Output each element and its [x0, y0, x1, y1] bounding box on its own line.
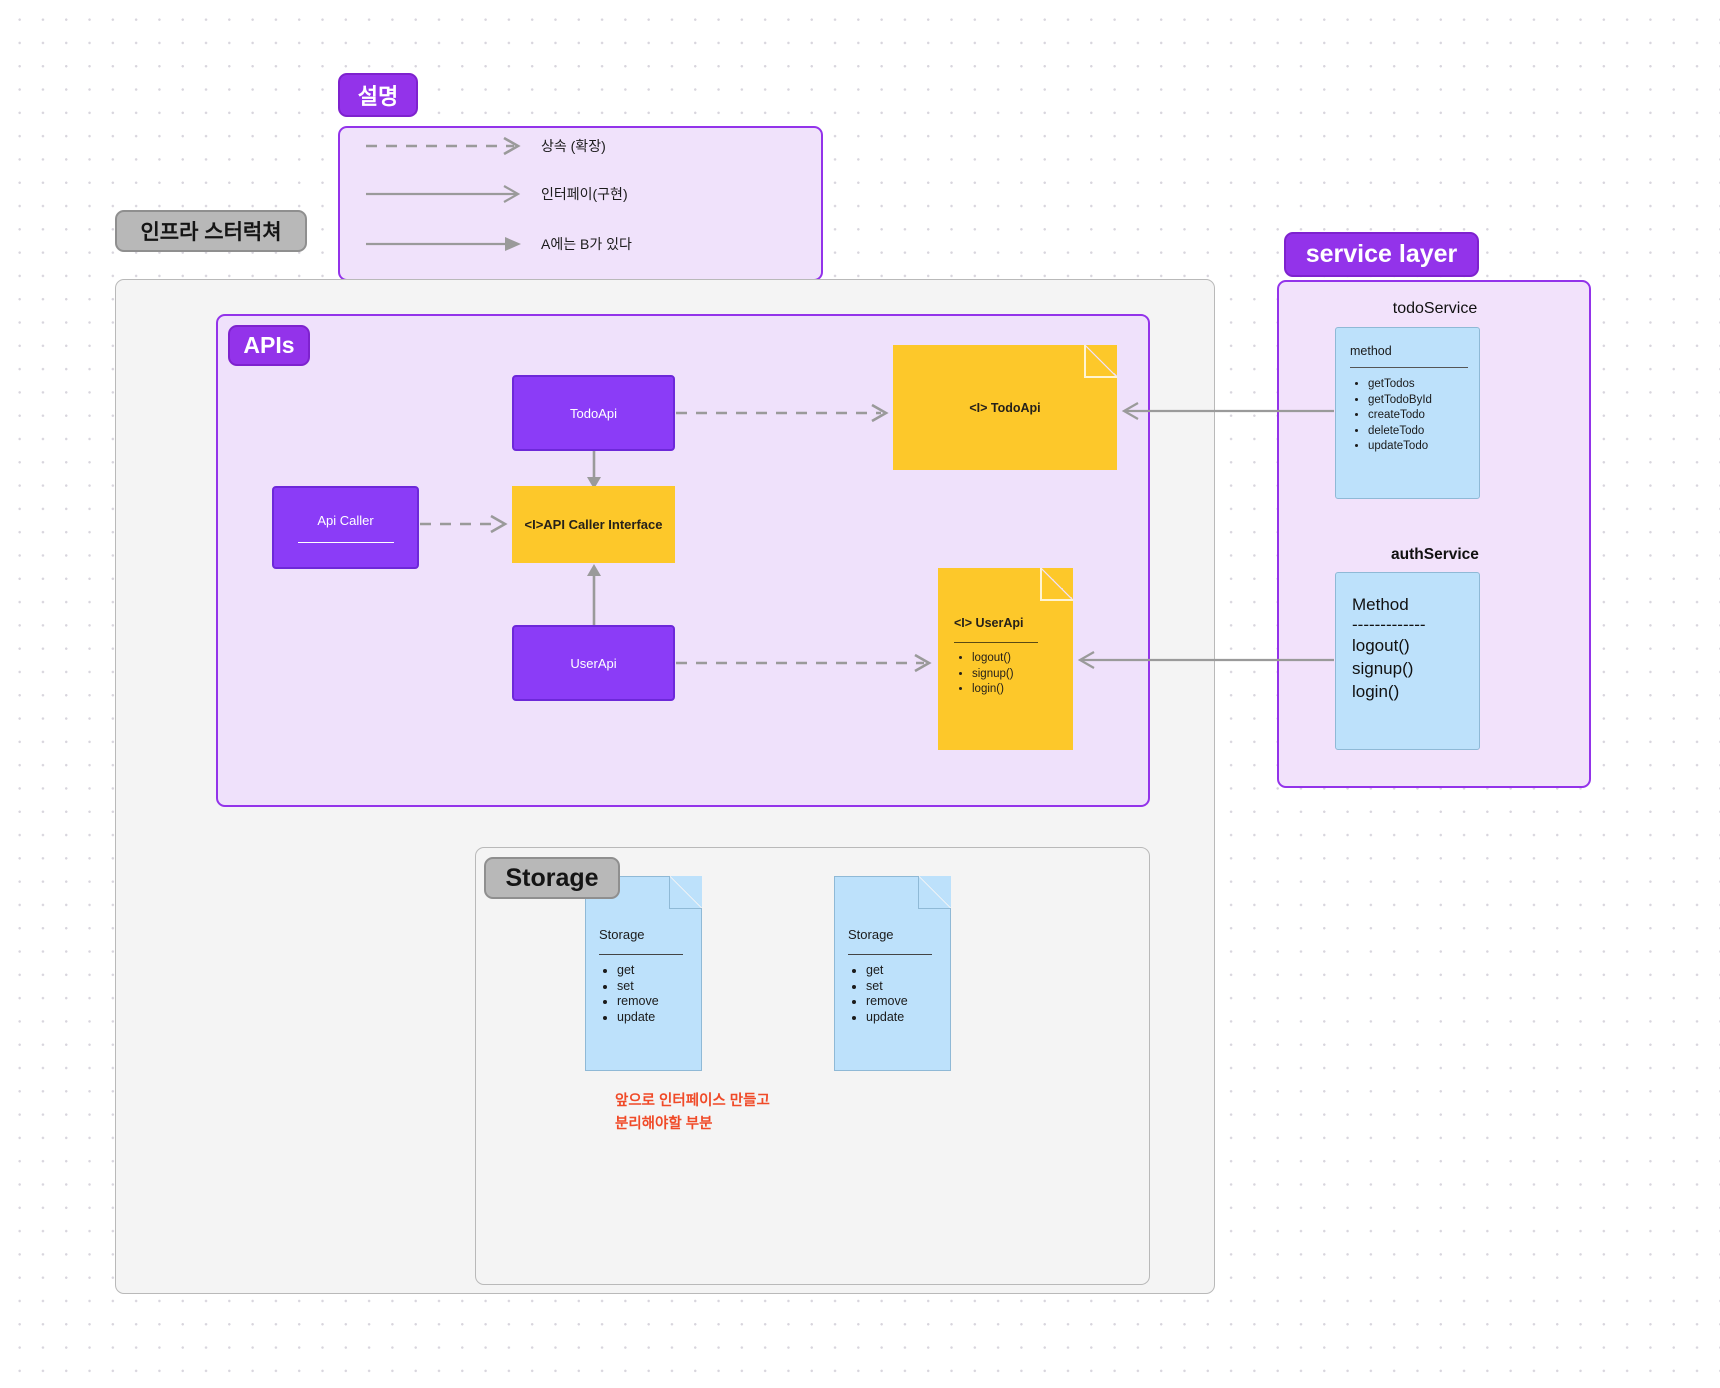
authservice-method-0: logout(): [1352, 636, 1410, 655]
legend-row-interface: 인터페이(구현): [366, 180, 796, 208]
storage-annotation-line-2: 분리해야할 부분: [615, 1116, 713, 1132]
legend-row-inheritance: 상속 (확장): [366, 132, 796, 160]
list-item: login(): [972, 682, 1057, 698]
connector-authservice-to-userapi: [1077, 651, 1334, 669]
todoservice-box[interactable]: method getTodos getTodoById createTodo d…: [1335, 327, 1480, 499]
legend-solid-open-arrow-icon: [366, 185, 521, 203]
storage-note-method-list: get set remove update: [617, 963, 686, 1025]
note-fold-corner-icon: [918, 876, 951, 909]
legend-dashed-arrow-icon: [366, 136, 521, 156]
list-item: signup(): [972, 667, 1057, 683]
legend-panel: [338, 126, 823, 281]
storage-note-method-list: get set remove update: [866, 963, 935, 1025]
storage-note-divider: [848, 954, 932, 955]
note-fold-corner-icon: [1040, 568, 1073, 601]
authservice-method-1: signup(): [1352, 659, 1414, 678]
storage-annotation: 앞으로 인터페이스 만들고 분리해야할 부분: [615, 1090, 915, 1136]
todoapi-label: TodoApi: [570, 405, 617, 421]
apis-tag[interactable]: APIs: [228, 325, 310, 366]
list-item: logout(): [972, 651, 1057, 667]
list-item: remove: [617, 994, 686, 1010]
legend-tag[interactable]: 설명: [338, 73, 418, 117]
list-item: get: [617, 963, 686, 979]
connector-userapi-to-apicaller-interface: [587, 564, 601, 626]
todoservice-header: method: [1350, 344, 1392, 358]
storage-tag[interactable]: Storage: [484, 857, 620, 899]
list-item: createTodo: [1368, 408, 1465, 424]
list-item: remove: [866, 994, 935, 1010]
authservice-method-2: login(): [1352, 682, 1400, 701]
list-item: getTodos: [1368, 377, 1465, 393]
authservice-title: authService: [1335, 546, 1535, 564]
todoservice-title-label: todoService: [1392, 300, 1478, 317]
note-body: <I> UserApi logout() signup() login(): [938, 568, 1073, 750]
apicaller-interface-box[interactable]: <I>API Caller Interface: [512, 486, 675, 563]
storage-note-divider: [599, 954, 683, 955]
list-item: deleteTodo: [1368, 424, 1465, 440]
note-fold-corner-icon: [669, 876, 702, 909]
storage-annotation-line-1: 앞으로 인터페이스 만들고: [615, 1093, 770, 1109]
apicaller-interface-label: <I>API Caller Interface: [524, 517, 663, 532]
connector-userapi-to-interface-note: [676, 653, 932, 673]
connector-todoapi-to-interface: [676, 403, 889, 423]
connector-apicaller-to-interface: [420, 514, 508, 534]
userapi-note-method-list: logout() signup() login(): [972, 651, 1057, 698]
todoservice-title: todoService: [1335, 300, 1535, 318]
legend-label-interface: 인터페이(구현): [541, 186, 628, 202]
list-item: get: [866, 963, 935, 979]
todoapi-interface-note[interactable]: <I> TodoApi: [893, 345, 1117, 470]
storage-note-title: Storage: [599, 927, 645, 942]
apicaller-underline: [297, 541, 394, 543]
service-layer-tag[interactable]: service layer: [1284, 232, 1479, 277]
legend-label-composition: A에는 B가 있다: [541, 236, 632, 252]
legend-tag-label: 설명: [357, 84, 399, 109]
list-item: update: [617, 1010, 686, 1026]
connector-todoservice-to-todoapi: [1121, 402, 1334, 420]
note-sheet: [893, 345, 1117, 470]
list-item: updateTodo: [1368, 439, 1465, 455]
userapi-note-divider: [954, 642, 1038, 643]
apis-tag-label: APIs: [243, 332, 295, 358]
service-layer-tag-label: service layer: [1305, 240, 1458, 268]
todoservice-method-list: getTodos getTodoById createTodo deleteTo…: [1368, 377, 1465, 455]
todoservice-rule: [1350, 367, 1468, 368]
userapi-class-box[interactable]: UserApi: [512, 625, 675, 701]
userapi-note-title: <I> UserApi: [954, 616, 1024, 630]
infra-tag-label: 인프라 스터럭쳐: [140, 221, 282, 244]
connector-todoapi-to-apicaller-interface: [587, 450, 601, 489]
note-body: Storage get set remove update: [834, 876, 951, 1071]
note-body: <I> TodoApi: [893, 345, 1117, 470]
note-fold-corner-icon: [1084, 345, 1117, 378]
storage-note-1[interactable]: Storage get set remove update: [585, 876, 702, 1071]
authservice-dashed-rule: -------------: [1352, 615, 1426, 634]
userapi-label: UserApi: [570, 655, 617, 671]
storage-note-title: Storage: [848, 927, 894, 942]
list-item: set: [617, 979, 686, 995]
legend-row-composition: A에는 B가 있다: [366, 230, 796, 258]
todoapi-class-box[interactable]: TodoApi: [512, 375, 675, 451]
list-item: update: [866, 1010, 935, 1026]
authservice-title-label: authService: [1391, 546, 1479, 563]
storage-note-2[interactable]: Storage get set remove update: [834, 876, 951, 1071]
list-item: getTodoById: [1368, 393, 1465, 409]
list-item: set: [866, 979, 935, 995]
apicaller-class-box[interactable]: Api Caller: [272, 486, 419, 569]
authservice-header: Method: [1352, 595, 1409, 614]
note-body: Storage get set remove update: [585, 876, 702, 1071]
apicaller-label: Api Caller: [317, 512, 374, 528]
storage-tag-label: Storage: [505, 863, 599, 892]
legend-solid-filled-arrow-icon: [366, 237, 521, 251]
userapi-interface-note[interactable]: <I> UserApi logout() signup() login(): [938, 568, 1073, 750]
infra-tag[interactable]: 인프라 스터럭쳐: [115, 210, 307, 252]
todoapi-note-title: <I> TodoApi: [969, 400, 1041, 415]
legend-label-inheritance: 상속 (확장): [541, 138, 606, 154]
storage-panel: [475, 847, 1150, 1285]
authservice-box[interactable]: Method ------------- logout() signup() l…: [1335, 572, 1480, 750]
